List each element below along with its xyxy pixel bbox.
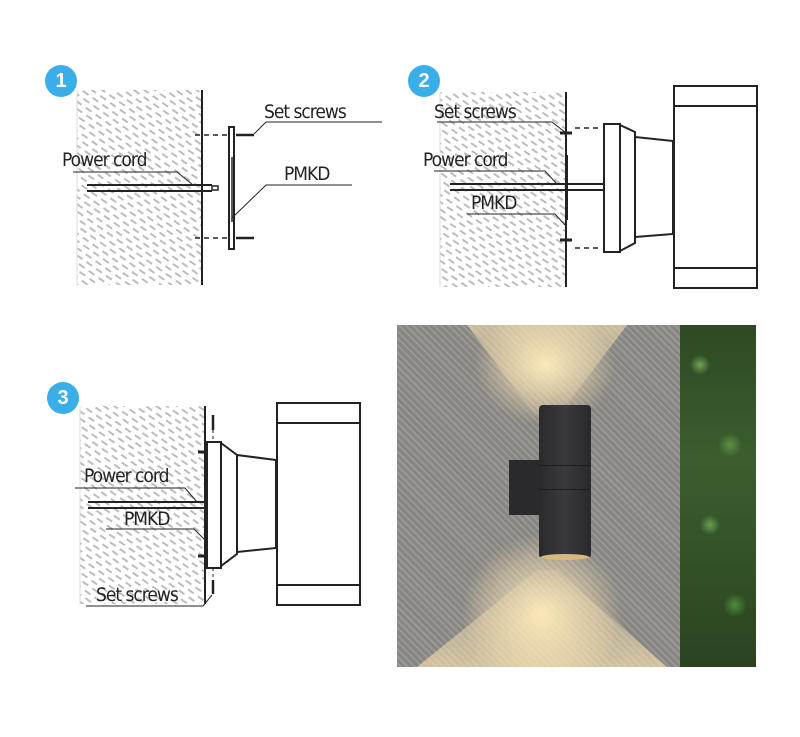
power-cord-label: Power cord — [62, 149, 147, 171]
cylinder-wall-light — [539, 405, 591, 560]
upward-light-beam — [467, 325, 627, 415]
wall-bracket — [509, 460, 541, 515]
pmkd-label: PMKD — [471, 192, 517, 214]
set-screws-label: Set screws — [264, 101, 347, 123]
pmkd-label: PMKD — [284, 163, 330, 185]
downward-light-beam — [417, 570, 667, 667]
step-1-drawing — [73, 90, 382, 285]
step-number-badge: 3 — [47, 382, 79, 414]
set-screws-label: Set screws — [434, 101, 517, 123]
step-2-diagram: 2 Set screws Power cord PMKD — [0, 0, 800, 300]
step-3-drawing — [75, 402, 361, 607]
power-cord-label: Power cord — [423, 149, 508, 171]
step-3-diagram: 3 Power cord PMKD Set screws — [47, 382, 361, 607]
step-number-badge: 2 — [408, 65, 440, 97]
step-1-diagram: 1 Set screws Power cord PMKD — [0, 0, 400, 300]
green-hedge — [680, 325, 756, 667]
set-screws-label: Set screws — [96, 584, 179, 606]
power-cord-label: Power cord — [84, 465, 169, 487]
pmkd-label: PMKD — [124, 508, 170, 530]
step-number-badge: 1 — [45, 65, 77, 97]
stucco-wall — [397, 325, 680, 667]
light-lens — [541, 554, 589, 560]
step-2-drawing — [434, 85, 758, 289]
installed-light-photo — [397, 325, 756, 667]
